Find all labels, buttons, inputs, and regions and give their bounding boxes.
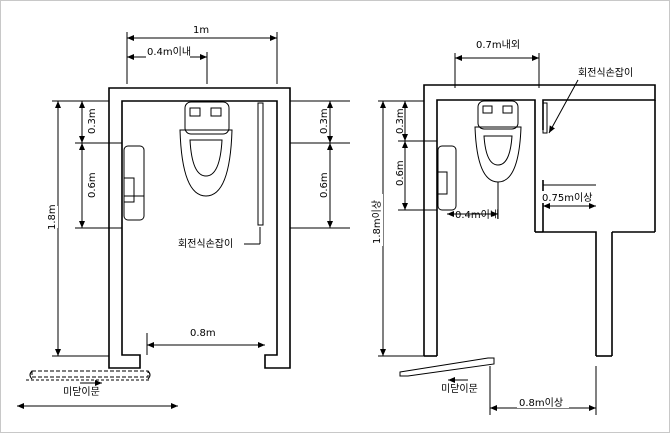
right-sliding-door — [399, 357, 495, 377]
right-plan: 0.7m내외 회전식손잡이 0.3m 0.6m 1.8m이상 0.4m이내 0.… — [369, 38, 656, 415]
left-door-width-label: 0.8m — [190, 328, 216, 339]
left-toilet — [179, 101, 233, 197]
left-washbasin — [123, 145, 145, 221]
right-upper-height-label: 0.3m — [395, 108, 406, 134]
right-bar-length-label: 0.75m이상 — [542, 192, 592, 204]
right-seat-offset-label: 0.7m내외 — [476, 39, 520, 51]
left-width-label: 1m — [193, 25, 209, 36]
left-upper-height-label-right: 0.3m — [319, 108, 330, 134]
right-door-type-label: 미닫이문 — [441, 383, 478, 395]
left-door-type-label: 미닫이문 — [63, 386, 100, 398]
left-seat-offset-label: 0.4m이내 — [147, 46, 191, 58]
right-toilet — [474, 100, 522, 183]
left-grab-bar-label: 회전식손잡이 — [178, 238, 233, 250]
right-toilet-offset-label: 0.4m이내 — [455, 209, 499, 221]
left-total-height-label: 1.8m — [47, 204, 58, 230]
right-washbasin — [437, 145, 457, 211]
left-plan: 1m 0.4m이내 0.3m 0.6m 1.8m 0.3m 0.6m 회전식손잡… — [17, 25, 350, 409]
right-grab-bar-label: 회전식손잡이 — [578, 67, 633, 79]
left-middle-height-label: 0.6m — [87, 172, 98, 198]
left-middle-height-label-right: 0.6m — [319, 172, 330, 198]
left-upper-height-label: 0.3m — [87, 108, 98, 134]
right-middle-height-label: 0.6m — [395, 160, 406, 186]
left-outer-wall — [108, 87, 291, 369]
left-sliding-door — [26, 370, 151, 381]
right-total-height-label: 1.8m이상 — [371, 200, 383, 244]
left-grab-bar — [257, 102, 264, 226]
right-door-width-label: 0.8m이상 — [519, 397, 563, 409]
right-grab-bar — [542, 102, 548, 134]
